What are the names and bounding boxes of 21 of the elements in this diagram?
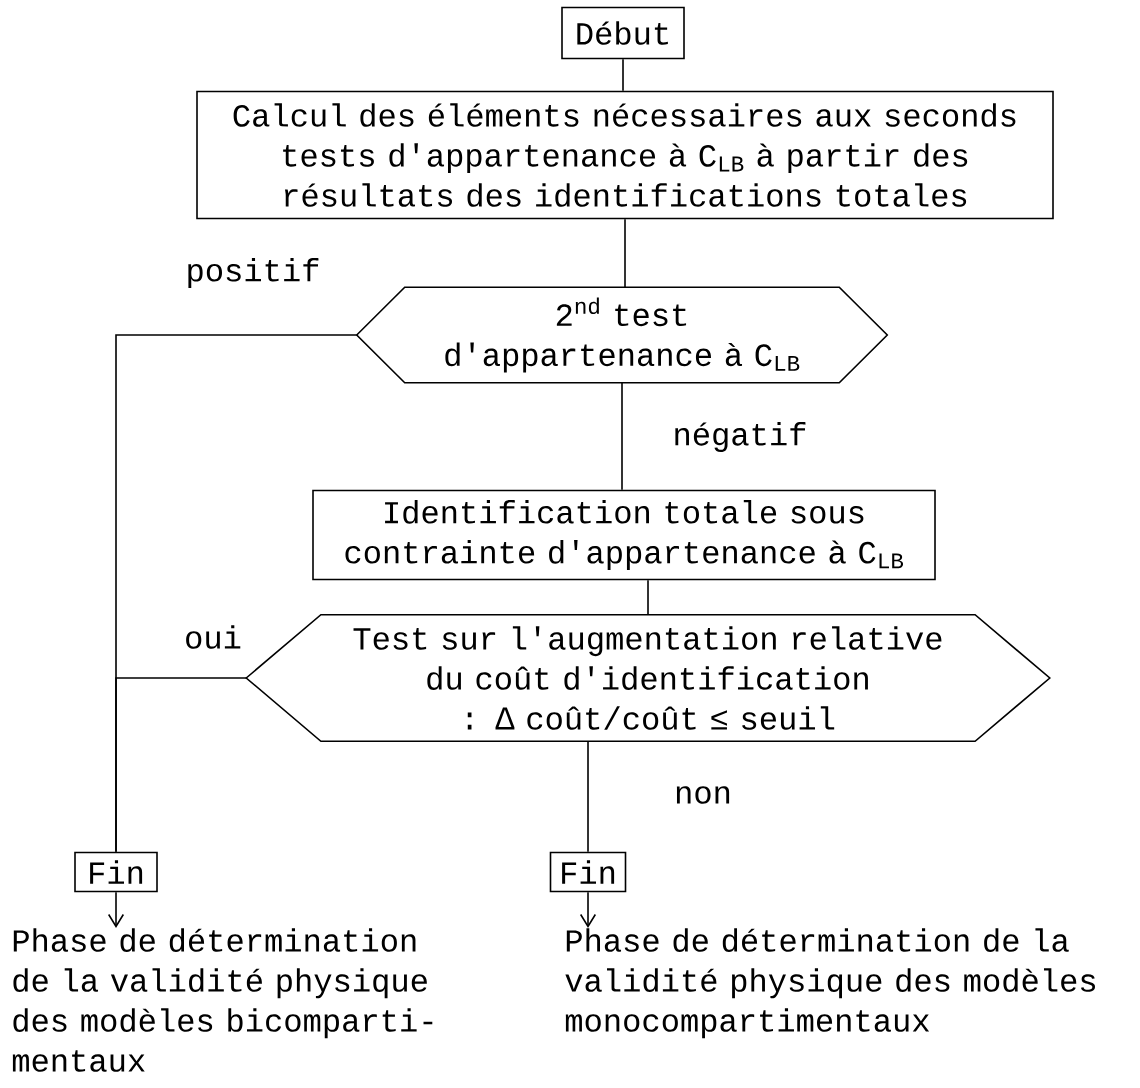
edge-label: oui: [186, 625, 241, 649]
connector-line: [115, 677, 248, 853]
process-box: Début: [561, 6, 685, 60]
arrow: [579, 891, 597, 928]
arrow: [107, 891, 125, 928]
process-box: Identification totale sous contrainte d'appartenance à C$_{LB}$: [312, 489, 936, 581]
edge-label: positif: [188, 258, 319, 288]
connector-line: [622, 58, 624, 92]
process-box: Calcul des éléments nécessaires aux seconds tests d'appartenance à C$_{LB}$ à partir des résultats des identifications totales: [196, 90, 1054, 220]
outcome-text: Phase de détermination de la validité physique des modèles monocompartimentaux: [565, 928, 1095, 1039]
process-box: Fin: [74, 851, 158, 893]
outcome-text: Phase de détermination de la validité physique des modèles bicomparti- mentaux: [12, 928, 433, 1072]
edge-label: non: [676, 786, 730, 804]
decision-hexagon: 2$^{nd}$ test d'appartenance à C$_{LB}$: [355, 286, 889, 384]
connector-line: [587, 740, 589, 853]
decision-hexagon: Test sur l'augmentation relative du coût d'identification : ∆ coût/coût ≤ seuil: [245, 613, 1051, 743]
connector-line: [621, 381, 623, 491]
connector-line: [624, 218, 626, 289]
edge-label: négatif: [675, 422, 806, 452]
connector-line: [647, 579, 649, 616]
process-box: Fin: [549, 851, 627, 893]
